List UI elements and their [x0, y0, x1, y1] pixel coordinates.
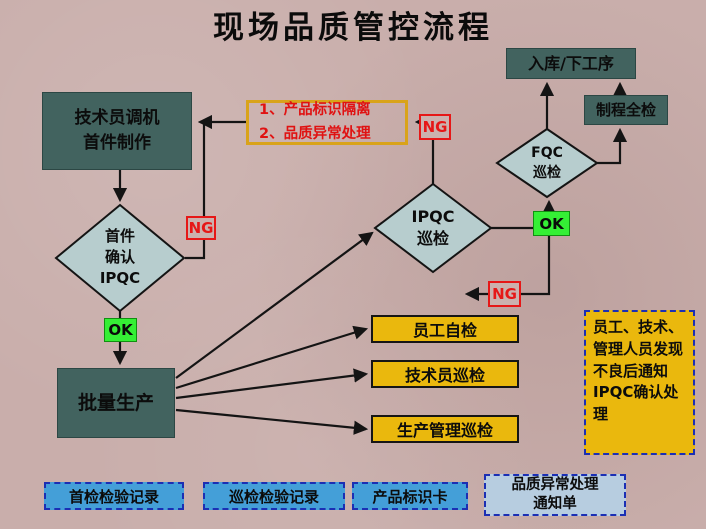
- node-first-article-check: 首件 确认 IPQC: [99, 227, 141, 287]
- node-fqc-patrol: FQC 巡检: [531, 145, 563, 181]
- arrow-massproduction-to-ipqc: [175, 231, 374, 379]
- ng-label-ipqc: NG: [419, 114, 451, 140]
- ng-label-first-check: NG: [186, 216, 216, 240]
- node-employee-self-check: 员工自检: [371, 315, 519, 343]
- node-warehouse-next-process: 入库/下工序: [506, 48, 636, 79]
- ng-label-fqc: NG: [488, 281, 521, 307]
- ok-label-first-check: OK: [104, 318, 137, 342]
- arrow-massproduction-to-prodmgmt: [175, 408, 369, 435]
- node-technician-patrol: 技术员巡检: [371, 360, 519, 388]
- arrow-massproduction-to-selfcheck: [175, 325, 369, 390]
- node-tech-setup: 技术员调机 首件制作: [42, 92, 192, 170]
- node-full-inspection: 制程全检: [584, 95, 668, 125]
- doc-product-id-card: 产品标识卡: [352, 482, 468, 510]
- node-abnormal-handling: 1、产品标识隔离 2、品质异常处理: [246, 100, 408, 145]
- node-production-mgmt-patrol: 生产管理巡检: [371, 415, 519, 443]
- ipqc-diamond-shape: [373, 182, 493, 274]
- fqc-diamond-shape: [495, 127, 599, 199]
- doc-first-inspection-record: 首检检验记录: [44, 482, 184, 510]
- page-title: 现场品质管控流程: [213, 10, 493, 46]
- doc-patrol-inspection-record: 巡检检验记录: [203, 482, 345, 510]
- doc-abnormal-notice: 品质异常处理 通知单: [484, 474, 626, 516]
- side-note: 员工、技术、管理人员发现不良后通知IPQC确认处理: [584, 310, 695, 455]
- ok-label-ipqc: OK: [533, 211, 570, 236]
- line-firstcheck-ng-up: [185, 122, 206, 260]
- first-check-diamond-shape: [54, 203, 186, 313]
- node-mass-production: 批量生产: [57, 368, 175, 438]
- arrow-fqc-to-fullinspection: [597, 127, 628, 165]
- node-ipqc-patrol: IPQC 巡检: [411, 207, 455, 249]
- arrow-massproduction-to-techpatrol: [175, 368, 369, 400]
